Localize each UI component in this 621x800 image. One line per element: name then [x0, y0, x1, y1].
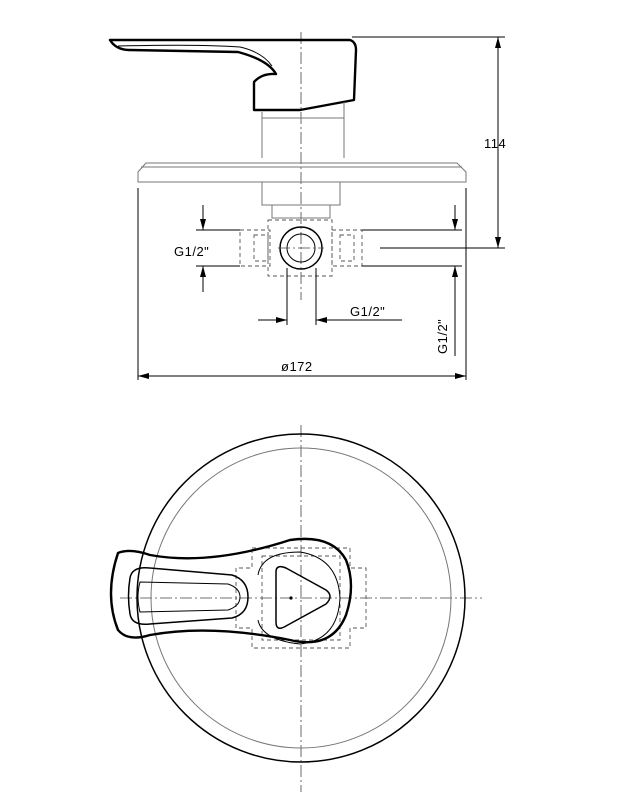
right-port-thread: [339, 234, 355, 262]
outlet-right-label: G1/2": [435, 319, 450, 354]
indicator-triangle: [275, 565, 331, 629]
right-port: [331, 229, 363, 267]
lever-front-inner: [127, 566, 249, 626]
left-port: [239, 229, 271, 267]
side-view: 114 G1/2" G1/2": [108, 32, 506, 380]
lever-front-slot: [137, 581, 241, 613]
dimension-inlet-left: G1/2": [174, 205, 240, 292]
front-view: [109, 425, 482, 792]
inlet-left-label: G1/2": [174, 244, 209, 259]
center-point: [289, 596, 293, 600]
inlet-bottom-label: G1/2": [350, 304, 385, 319]
wall-plate: [137, 162, 467, 183]
dimension-diameter: ø172: [137, 188, 467, 380]
lever-inner-edge: [117, 44, 273, 67]
handle-stem: [261, 102, 345, 158]
lever-head-arc: [257, 551, 341, 645]
dimension-outlet-right: G1/2": [362, 205, 462, 356]
diameter-label: ø172: [281, 359, 313, 374]
escutcheon-inner: [150, 447, 452, 749]
dimension-114: 114: [352, 36, 506, 249]
lever-handle: [108, 38, 358, 112]
dimension-inlet-bottom: G1/2": [258, 268, 402, 325]
dimension-114-label: 114: [484, 136, 506, 151]
valve-body-hidden: [235, 547, 367, 649]
left-port-thread: [253, 234, 269, 262]
valve-cartridge: [261, 182, 341, 219]
escutcheon-outer: [136, 433, 466, 763]
lever-front: [109, 537, 353, 644]
